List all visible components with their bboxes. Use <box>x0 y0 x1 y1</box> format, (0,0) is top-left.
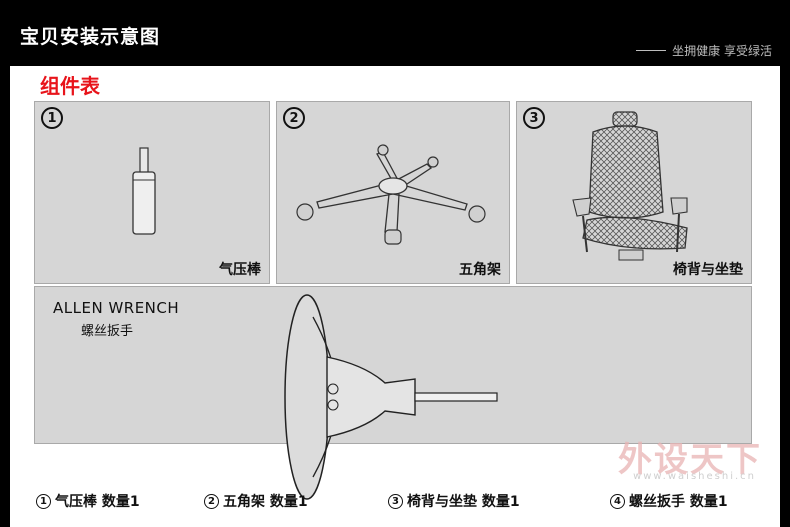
panel-number: 2 <box>283 107 305 129</box>
watermark-url: www.waisheshi.cn <box>633 471 756 482</box>
panel-label: 五角架 <box>459 262 501 278</box>
footer-number: 1 <box>36 493 51 509</box>
footer-number: 2 <box>204 493 219 509</box>
panel-allen-wrench: ALLEN WRENCH 螺丝扳手 <box>34 286 752 500</box>
footer-item-base: 2 五角架 数量1 <box>204 491 308 511</box>
page-title: 宝贝安装示意图 <box>20 26 161 48</box>
header-bar: 宝贝安装示意图 坐拥健康 享受绿活 <box>0 0 790 66</box>
panel-label: 椅背与坐垫 <box>673 262 743 278</box>
footer-text: 螺丝扳手 数量1 <box>629 494 728 510</box>
footer-number: 3 <box>388 493 403 509</box>
panel-base: 2 五角架 <box>276 101 510 284</box>
gas-lift-illustration <box>132 147 156 235</box>
footer-item-allen-wrench: 4 螺丝扳手 数量1 <box>610 491 728 511</box>
footer-number: 4 <box>610 493 625 509</box>
allen-wrench-illustration <box>284 294 498 500</box>
footer-item-backrest-seat: 3 椅背与坐垫 数量1 <box>388 491 520 511</box>
panel-number: 1 <box>41 107 63 129</box>
wrench-label-en: ALLEN WRENCH <box>53 299 180 317</box>
header-slogan: 坐拥健康 享受绿活 <box>636 42 772 59</box>
panel-label: 气压棒 <box>219 262 261 278</box>
section-title: 组件表 <box>40 74 100 98</box>
chair-illustration <box>572 111 688 261</box>
watermark-logo: 外设天下 <box>618 440 762 480</box>
panel-backrest-seat: 3 椅背与坐垫 <box>516 101 752 284</box>
slogan-text: 坐拥健康 享受绿活 <box>672 44 772 58</box>
footer-text: 椅背与坐垫 数量1 <box>407 494 520 510</box>
footer-text: 气压棒 数量1 <box>55 494 140 510</box>
base-illustration <box>296 144 486 245</box>
wrench-label-zh: 螺丝扳手 <box>81 324 134 339</box>
panel-gas-lift: 1 气压棒 <box>34 101 270 284</box>
content-area: 组件表 1 气压棒 2 <box>10 66 780 527</box>
slogan-divider <box>636 50 667 51</box>
panel-number: 3 <box>523 107 545 129</box>
footer-text: 五角架 数量1 <box>223 494 308 510</box>
footer-item-gas-lift: 1 气压棒 数量1 <box>36 491 140 511</box>
